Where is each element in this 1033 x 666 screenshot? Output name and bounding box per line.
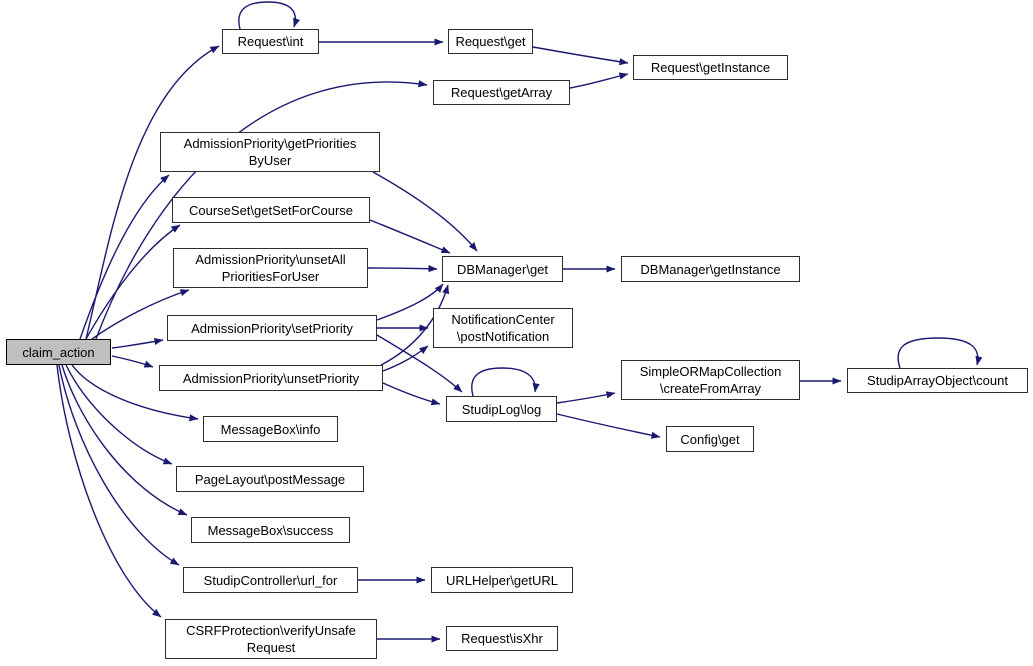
edge-setpriority-to-studiplog-log: [376, 334, 463, 393]
node-admissionpriority-unsetpriority[interactable]: AdmissionPriority\unsetPriority: [159, 365, 383, 391]
node-courseset-getsetforcourse[interactable]: CourseSet\getSetForCourse: [172, 197, 370, 223]
node-config-get[interactable]: Config\get: [666, 426, 754, 452]
node-dbmanager-getinstance[interactable]: DBManager\getInstance: [621, 256, 800, 282]
node-admissionpriority-setpriority[interactable]: AdmissionPriority\setPriority: [167, 315, 377, 341]
edge-claim-action-to-messagebox-info: [71, 364, 199, 422]
edge-getsetforcourse-to-dbmanager-get: [369, 219, 451, 254]
node-notificationcenter-postnotification[interactable]: NotificationCenter \postNotification: [433, 308, 573, 348]
node-request-get[interactable]: Request\get: [448, 29, 533, 54]
node-request-int[interactable]: Request\int: [222, 29, 319, 54]
edge-claim-action-to-courseset-getsetforcourse: [85, 224, 181, 340]
node-request-getarray[interactable]: Request\getArray: [433, 80, 570, 105]
edge-claim-action-to-admissionpriority-unsetpriority: [111, 355, 154, 368]
edge-request-getarray-to-request-getinstance: [569, 72, 629, 89]
node-claim-action[interactable]: claim_action: [6, 339, 111, 365]
edge-request-int-self-loop: [238, 1, 300, 30]
edge-claim-action-to-pagelayout-postmessage: [65, 364, 173, 465]
edge-claim-action-to-admissionpriority-getprioritiesbyuser: [79, 174, 170, 340]
edge-studiplog-log-to-createfromarray: [556, 391, 616, 404]
edge-studiplog-log-self-loop: [471, 367, 540, 397]
edge-unsetallprioritiesforuser-to-dbmanager-get: [367, 265, 438, 273]
edge-claim-action-to-studipcontroller-url-for: [58, 364, 180, 566]
node-dbmanager-get[interactable]: DBManager\get: [442, 256, 563, 282]
edge-unsetpriority-to-dbmanager-get: [380, 284, 450, 366]
node-admissionpriority-getprioritiesbyuser[interactable]: AdmissionPriority\getPriorities ByUser: [160, 132, 380, 172]
edge-claim-action-to-admissionpriority-unsetallprioritiesforuser: [91, 289, 190, 340]
edge-unsetpriority-to-postnotification: [382, 345, 429, 372]
edge-studiplog-log-to-config-get: [556, 413, 661, 439]
node-simpleormapcollection-createfromarray[interactable]: SimpleORMapCollection \createFromArray: [621, 360, 800, 400]
node-request-isxhr[interactable]: Request\isXhr: [446, 626, 558, 651]
edge-claim-action-to-messagebox-success: [61, 364, 188, 516]
node-messagebox-info[interactable]: MessageBox\info: [203, 416, 338, 442]
edge-getprioritiesbyuser-to-dbmanager-get: [372, 171, 478, 252]
edge-studiparrayobject-count-self-loop: [897, 337, 983, 369]
node-messagebox-success[interactable]: MessageBox\success: [191, 517, 350, 543]
node-request-getinstance[interactable]: Request\getInstance: [633, 55, 788, 80]
node-urlhelper-geturl[interactable]: URLHelper\getURL: [431, 567, 573, 593]
node-studipcontroller-url-for[interactable]: StudipController\url_for: [183, 567, 358, 593]
edge-setpriority-to-dbmanager-get: [376, 283, 444, 321]
edge-claim-action-to-admissionpriority-setpriority: [111, 337, 164, 349]
node-csrfprotection-verifyunsaferequest[interactable]: CSRFProtection\verifyUnsafe Request: [165, 619, 377, 659]
node-admissionpriority-unsetallprioritiesforuser[interactable]: AdmissionPriority\unsetAll PrioritiesFor…: [173, 248, 368, 288]
node-studiparrayobject-count[interactable]: StudipArrayObject\count: [847, 368, 1028, 393]
edge-unsetpriority-to-studiplog-log: [382, 382, 441, 406]
edge-request-get-to-request-getinstance: [532, 46, 629, 66]
edge-claim-action-to-csrfprotection-verifyunsaferequest: [56, 364, 162, 618]
node-studiplog-log[interactable]: StudipLog\log: [446, 396, 557, 422]
node-pagelayout-postmessage[interactable]: PageLayout\postMessage: [176, 466, 364, 492]
